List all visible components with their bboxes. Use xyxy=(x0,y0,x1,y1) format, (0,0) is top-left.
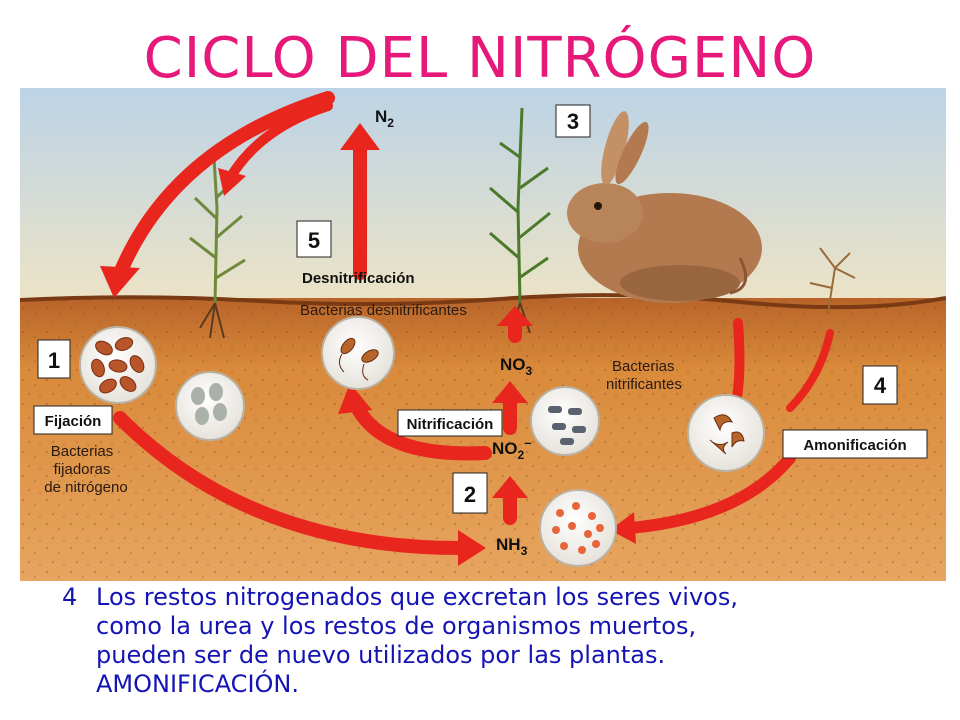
step-box-4: 4 xyxy=(862,365,898,405)
arrow-ammonification-to-nh3 xyxy=(624,452,796,534)
compound-no2: NO2– xyxy=(492,435,531,462)
label-bacterias-nitrificantes-1: Bacterias xyxy=(612,358,675,375)
arrow-fixation-to-nh3-head xyxy=(458,530,486,566)
caption-line-1: Los restos nitrogenados que excretan los… xyxy=(96,583,738,611)
page-title: CICLO DEL NITRÓGENO xyxy=(143,26,817,91)
plant-right xyxy=(809,247,856,314)
plant-left xyxy=(189,157,246,339)
arrow-ammonification-to-nh3-head xyxy=(610,512,636,544)
label-bacterias-fijadoras-1: Bacterias xyxy=(51,443,114,460)
bacteria-circle-denitrifying xyxy=(321,316,395,390)
compound-n2: N2 xyxy=(375,107,394,130)
caption-number: 4 xyxy=(62,583,78,611)
step-number-5: 5 xyxy=(308,228,320,253)
arrow-fixation-to-nh3 xyxy=(113,411,467,555)
step-number-4: 4 xyxy=(874,373,887,398)
bacteria-circle-ammonia xyxy=(539,489,617,567)
step-box-1: 1 xyxy=(37,339,71,379)
arrow-n2-to-plant xyxy=(225,101,333,183)
bacteria-circle-fixation xyxy=(79,326,157,404)
step-number-2: 2 xyxy=(464,482,476,507)
label-fijacion-box: Fijación xyxy=(33,405,113,435)
arrow-no3-to-plant-head xyxy=(497,306,533,326)
bacteria-circle-ammonification xyxy=(687,394,765,472)
caption-line-2: como la urea y los restos de organismos … xyxy=(96,612,697,640)
caption-line-4: AMONIFICACIÓN. xyxy=(96,670,299,698)
arrow-denitrification-up-head xyxy=(340,123,380,150)
arrow-nitrification-back xyxy=(348,396,492,461)
compound-nh3: NH3 xyxy=(496,535,528,558)
step-box-2: 2 xyxy=(452,472,488,514)
sky-background xyxy=(20,88,946,301)
step-number-1: 1 xyxy=(48,348,60,373)
step-box-5: 5 xyxy=(296,220,332,258)
arrow-n2-to-fixation-head xyxy=(100,266,140,298)
bacteria-circle-nitrifying xyxy=(530,386,600,456)
step-box-3: 3 xyxy=(555,104,591,138)
arrow-nh3-to-no2-head xyxy=(492,476,528,498)
ground-line xyxy=(20,293,946,310)
caption-line-3: pueden ser de nuevo utilizados por las p… xyxy=(96,641,666,669)
nitrogen-cycle-diagram: 1 2 3 4 5 Fijación Bacterias fijadoras d… xyxy=(20,88,946,581)
step-number-3: 3 xyxy=(567,109,579,134)
label-nitrificacion-box: Nitrificación xyxy=(397,409,503,437)
label-amonificacion-box: Amonificación xyxy=(782,429,928,459)
label-nitrificacion: Nitrificación xyxy=(407,416,494,433)
arrow-no2-to-no3-head xyxy=(492,381,528,403)
caption-text: Los restos nitrogenados que excretan los… xyxy=(96,583,936,699)
label-bacterias-nitrificantes-2: nitrificantes xyxy=(606,376,682,393)
bacteria-circle-soil xyxy=(175,371,245,441)
label-bacterias-desnitrificantes: Bacterias desnitrificantes xyxy=(300,302,467,319)
label-bacterias-fijadoras-2: fijadoras xyxy=(54,461,111,478)
label-amonificacion: Amonificación xyxy=(803,437,906,454)
arrow-n2-to-fixation xyxy=(111,91,335,285)
compound-no3: NO3 xyxy=(500,355,533,378)
arrow-nitrification-back-head xyxy=(338,383,372,414)
label-fijacion: Fijación xyxy=(45,413,102,430)
label-desnitrificacion: Desnitrificación xyxy=(302,270,415,287)
arrow-n2-to-plant-head xyxy=(218,168,246,196)
rabbit-illustration xyxy=(567,111,762,303)
label-bacterias-fijadoras-3: de nitrógeno xyxy=(44,479,127,496)
arrow-plant-to-ammonification xyxy=(786,329,834,412)
